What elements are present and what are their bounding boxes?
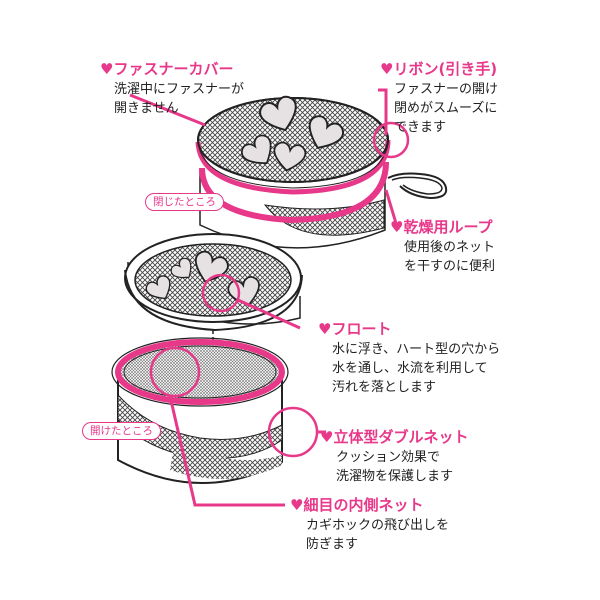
ribbon-heading: ♥リボン(引き手) xyxy=(380,60,498,78)
ribbon-desc-line: 閉めがスムーズに xyxy=(394,101,498,116)
double-net-heading: ♥立体型ダブルネット xyxy=(320,428,469,446)
inner-net-desc-line: カギホックの飛び出しを xyxy=(306,518,450,533)
ribbon-desc-line: できます xyxy=(394,120,447,135)
float-desc: 水に浮き、ハート型の穴から 水を通し、水流を利用して 汚れを落とします xyxy=(332,340,500,397)
drying-loop-desc-line: を干すのに便利 xyxy=(404,259,496,274)
closed-state-badge: 閉じたところ xyxy=(145,193,224,211)
double-net-desc-line: 洗濯物を保護します xyxy=(336,469,454,484)
zipper-cover-heading: ♥ファスナーカバー xyxy=(100,60,234,78)
open-state-badge: 開けたところ xyxy=(82,422,161,440)
inner-net-desc: カギホックの飛び出しを 防ぎます xyxy=(306,516,449,554)
closed-net xyxy=(195,93,448,249)
float-desc-line: 汚れを落とします xyxy=(332,380,437,395)
inner-net-heading: ♥細目の内側ネット xyxy=(290,496,424,514)
float-desc-line: 水を通し、水流を利用して xyxy=(332,361,488,376)
callout-leaders xyxy=(129,88,410,507)
zipper-cover-desc: 洗濯中にファスナーが 開きません xyxy=(114,80,244,118)
float-desc-line: 水に浮き、ハート型の穴から xyxy=(332,342,501,357)
zipper-cover-desc-line: 洗濯中にファスナーが xyxy=(114,82,245,97)
inner-net-desc-line: 防ぎます xyxy=(306,537,359,552)
drying-loop-desc-line: 使用後のネット xyxy=(404,240,496,255)
double-net-desc: クッション効果で 洗濯物を保護します xyxy=(336,448,453,486)
ribbon-desc: ファスナーの開け 閉めがスムーズに できます xyxy=(394,80,498,137)
float-heading: ♥フロート xyxy=(318,320,392,338)
drying-loop-desc: 使用後のネット を干すのに便利 xyxy=(404,238,495,276)
zipper-cover-desc-line: 開きません xyxy=(114,101,179,116)
double-net-desc-line: クッション効果で xyxy=(336,450,441,465)
ribbon-desc-line: ファスナーの開け xyxy=(394,82,499,97)
drying-loop-heading: ♥乾燥用ループ xyxy=(390,218,493,236)
open-net xyxy=(111,337,289,484)
